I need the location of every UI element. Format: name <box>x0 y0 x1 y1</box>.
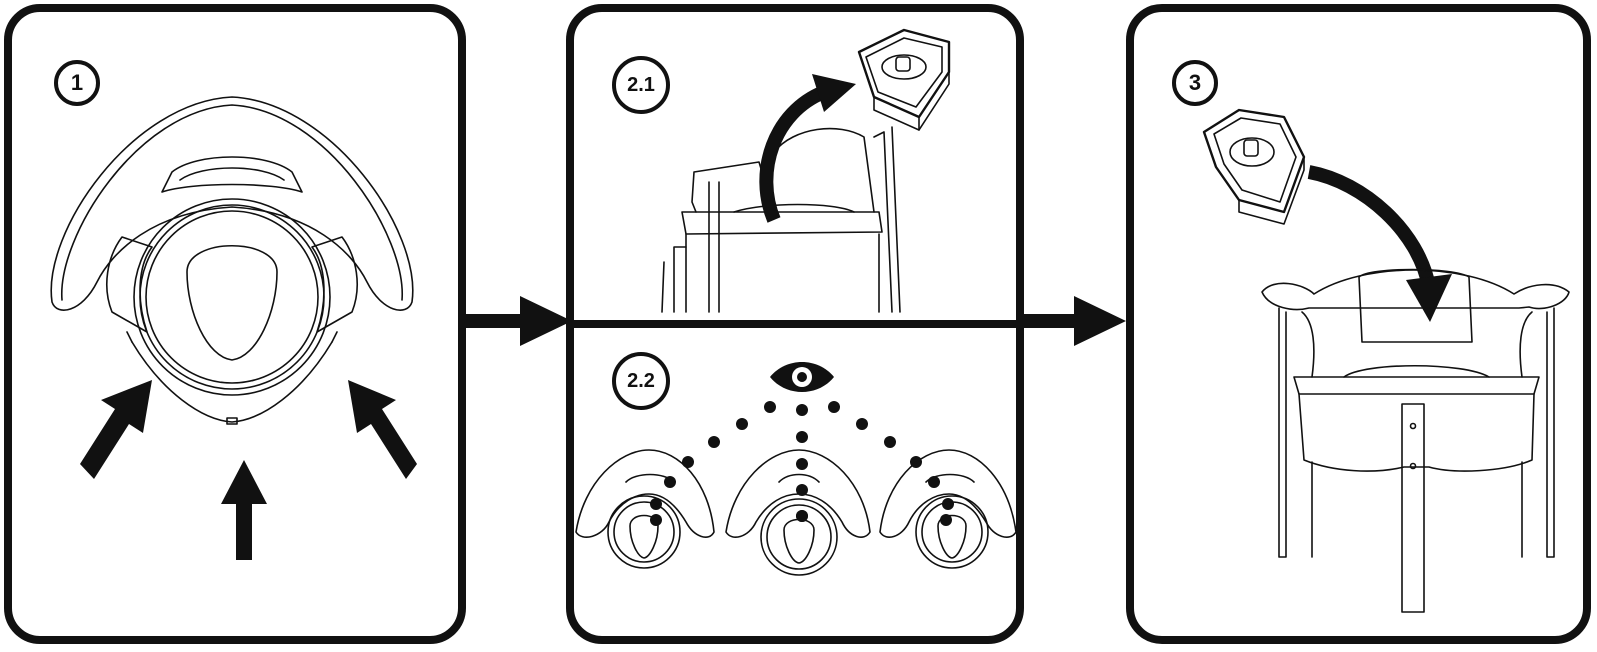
step-1-panel: 1 <box>4 4 466 644</box>
chair-insert-illustration <box>1134 12 1583 636</box>
push-arrow-icon <box>348 380 417 479</box>
step-2-panel: 2.1 2.2 <box>566 4 1024 644</box>
step-2-2-badge: 2.2 <box>612 352 670 410</box>
step-1-badge: 1 <box>54 60 100 106</box>
bowl-view-center <box>726 450 870 575</box>
step-3-panel: 3 <box>1126 4 1591 644</box>
bowl-view-left <box>576 450 714 568</box>
push-arrow-icon <box>221 460 267 560</box>
step-2-1-badge: 2.1 <box>612 56 670 114</box>
push-arrow-icon <box>80 380 152 479</box>
step-3-badge: 3 <box>1172 60 1218 106</box>
eye-icon <box>770 362 834 392</box>
